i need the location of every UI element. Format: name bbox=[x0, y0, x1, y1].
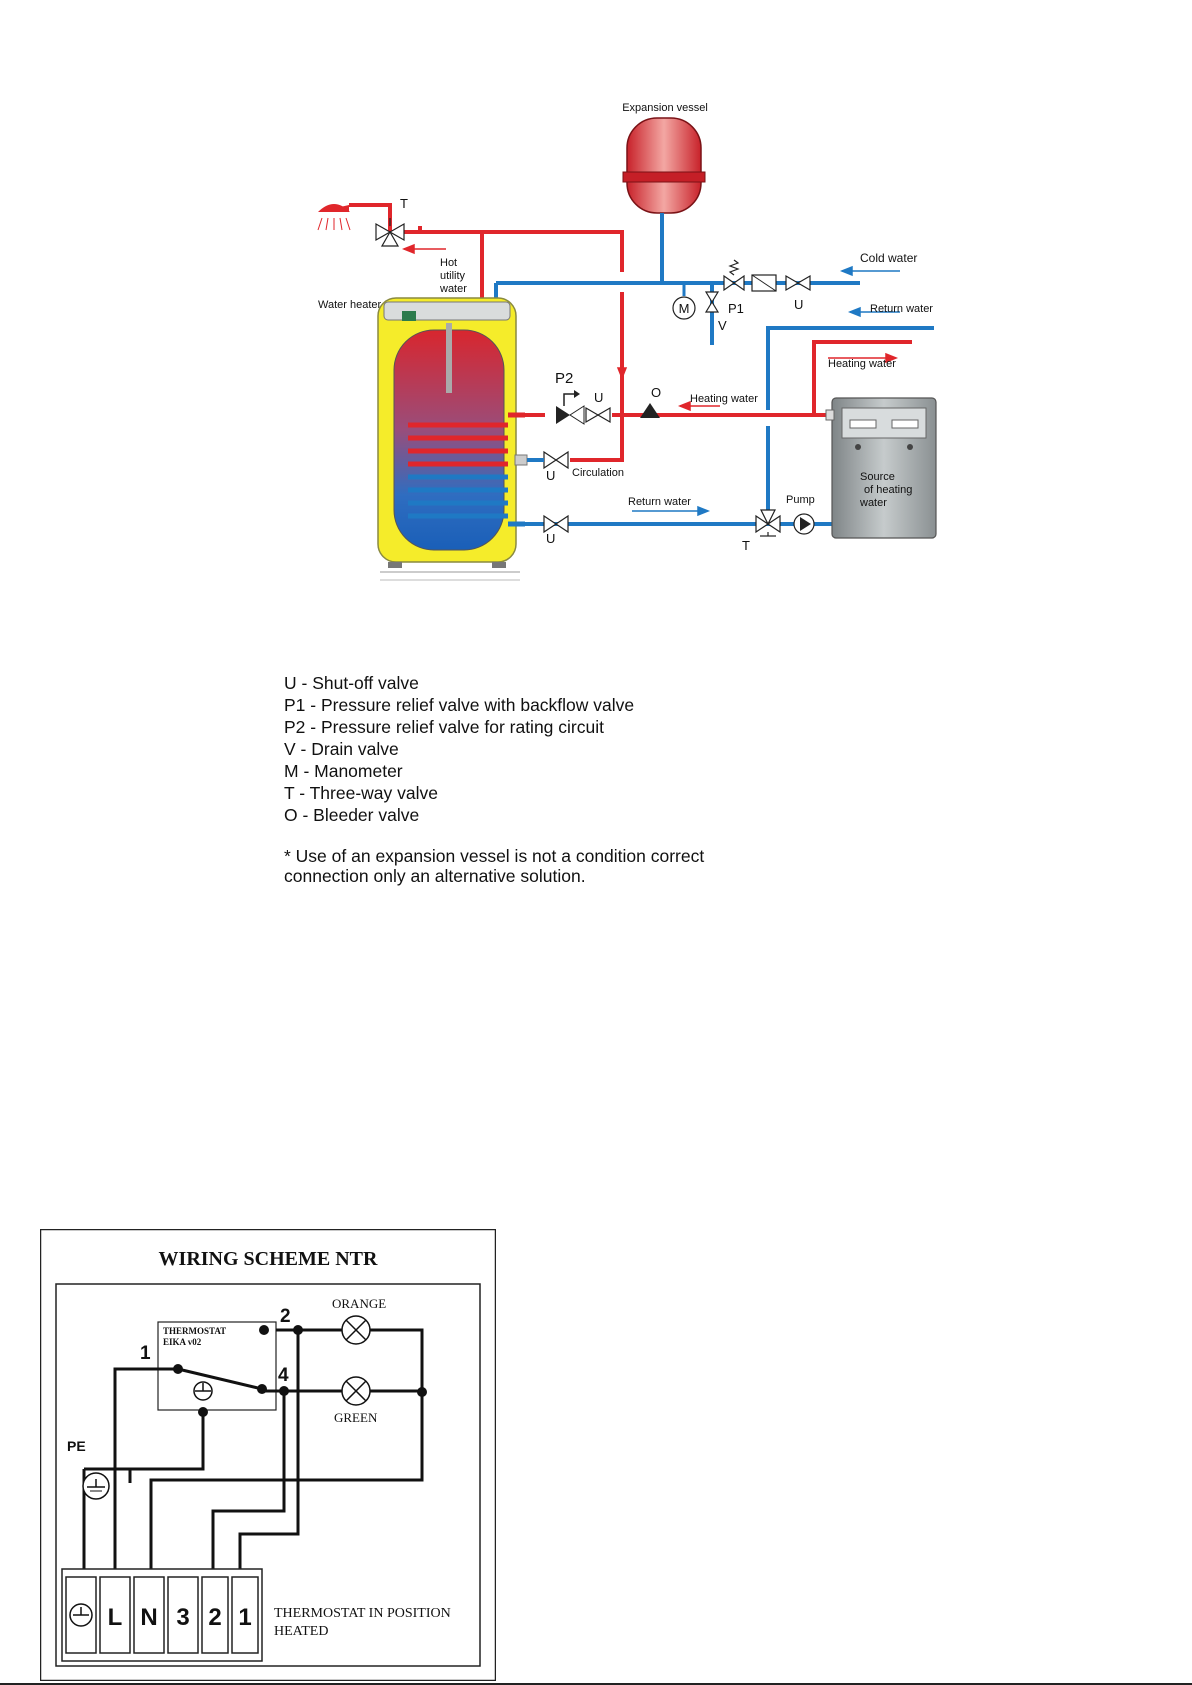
safety-valve-p2-icon bbox=[556, 390, 585, 425]
terminal-N-label: N bbox=[140, 1604, 157, 1631]
heat-source-unit: Source of heating water bbox=[825, 397, 937, 539]
flow-arrows-red bbox=[401, 243, 899, 412]
return-water-top-label: Return water bbox=[870, 303, 933, 315]
shutoff-return-label: U bbox=[546, 531, 555, 546]
status-line2: HEATED bbox=[274, 1624, 328, 1639]
shutoff-valve-p2-icon bbox=[585, 406, 611, 424]
manometer-label: M bbox=[679, 301, 690, 316]
flow-arrows-blue bbox=[632, 265, 900, 517]
heating-water-top-label: Heating water bbox=[828, 358, 896, 370]
green-label: GREEN bbox=[334, 1410, 378, 1425]
thermostat-line1: THERMOSTAT bbox=[163, 1326, 226, 1336]
legend-item-p1: P1 - Pressure relief valve with backflow… bbox=[284, 695, 635, 715]
hot-utility-line2: utility bbox=[440, 270, 466, 282]
thermostat-line2: EIKA v02 bbox=[163, 1337, 202, 1347]
drain-label: V bbox=[718, 318, 727, 333]
source-line3: water bbox=[859, 497, 887, 509]
water-heater-label: Water heater bbox=[318, 299, 382, 311]
three-way-valve-bottom-icon bbox=[755, 509, 781, 537]
p1-label: P1 bbox=[728, 301, 744, 316]
shutoff-circ-label: U bbox=[546, 468, 555, 483]
shutoff-valve-return-icon bbox=[543, 514, 569, 534]
legend-item-v: V - Drain valve bbox=[284, 739, 399, 759]
bleeder-label: O bbox=[651, 385, 661, 400]
node-1-label: 1 bbox=[140, 1343, 151, 1364]
hot-utility-line1: Hot bbox=[440, 257, 457, 269]
cold-water-label: Cold water bbox=[860, 251, 917, 265]
legend-note: * Use of an expansion vessel is not a co… bbox=[284, 846, 804, 886]
legend-item-p2: P2 - Pressure relief valve for rating ci… bbox=[284, 717, 604, 737]
terminal-3-label: 3 bbox=[176, 1604, 189, 1631]
green-lamp-icon bbox=[341, 1376, 371, 1406]
expansion-vessel: Expansion vessel bbox=[622, 102, 708, 214]
p2-label: P2 bbox=[555, 370, 573, 387]
plumbing-diagram: Expansion vessel bbox=[317, 102, 937, 581]
terminal-1-label: 1 bbox=[238, 1604, 251, 1631]
legend-item-m: M - Manometer bbox=[284, 761, 403, 781]
pump-label: Pump bbox=[786, 494, 815, 506]
legend: U - Shut-off valve P1 - Pressure relief … bbox=[284, 672, 804, 886]
terminal-block bbox=[61, 1568, 263, 1662]
shutoff-cold-label: U bbox=[794, 297, 803, 312]
heating-coil-blue bbox=[408, 474, 508, 519]
hot-utility-line3: water bbox=[439, 283, 467, 295]
manometer-icon: M bbox=[672, 283, 696, 320]
circulation-label: Circulation bbox=[572, 467, 624, 479]
wiring-scheme: WIRING SCHEME NTR THERMOSTAT EIKA v02 bbox=[40, 1229, 496, 1681]
shower-icon bbox=[317, 204, 351, 231]
shutoff-valve-circulation-icon bbox=[543, 450, 569, 470]
pump-icon bbox=[793, 513, 815, 535]
thermostat-ground-icon bbox=[193, 1381, 213, 1401]
shutoff-p2-label: U bbox=[594, 390, 603, 405]
pe-label: PE bbox=[67, 1438, 86, 1454]
orange-label: ORANGE bbox=[332, 1296, 386, 1311]
wiring-title: WIRING SCHEME NTR bbox=[159, 1248, 378, 1270]
source-line1: Source bbox=[860, 471, 895, 483]
hot-water-pipes bbox=[349, 203, 912, 462]
status-line1: THERMOSTAT IN POSITION bbox=[274, 1606, 451, 1621]
three-way-top-label: T bbox=[400, 196, 408, 211]
legend-note-line1: * Use of an expansion vessel is not a co… bbox=[284, 846, 705, 866]
legend-item-t: T - Three-way valve bbox=[284, 783, 438, 803]
terminal-2-label: 2 bbox=[208, 1604, 221, 1631]
source-line2: of heating bbox=[864, 484, 912, 496]
drain-valve-icon bbox=[704, 291, 720, 313]
orange-lamp-icon bbox=[341, 1315, 371, 1345]
legend-note-line2: connection only an alternative solution. bbox=[284, 866, 586, 886]
terminal-L-label: L bbox=[108, 1604, 123, 1631]
three-way-valve-top-icon bbox=[375, 218, 405, 247]
node-2-label: 2 bbox=[280, 1306, 291, 1327]
three-way-bottom-label: T bbox=[742, 538, 750, 553]
heating-coil-red bbox=[408, 422, 508, 467]
expansion-vessel-label: Expansion vessel bbox=[622, 102, 708, 114]
pe-ground-icon bbox=[82, 1472, 110, 1500]
check-valve-icon bbox=[751, 274, 777, 292]
legend-item-o: O - Bleeder valve bbox=[284, 805, 420, 825]
page-bottom-rule bbox=[0, 1683, 1192, 1685]
wires bbox=[82, 1328, 424, 1585]
legend-item-u: U - Shut-off valve bbox=[284, 673, 419, 693]
shutoff-valve-cold-icon bbox=[785, 274, 811, 292]
heating-water-mid-label: Heating water bbox=[690, 393, 758, 405]
wire-junctions bbox=[173, 1325, 427, 1417]
terminal-ground-icon bbox=[69, 1603, 93, 1627]
bleeder-valve-icon bbox=[640, 403, 660, 418]
return-water-low-label: Return water bbox=[628, 496, 691, 508]
safety-valve-p1-icon bbox=[723, 259, 745, 292]
node-4-label: 4 bbox=[278, 1365, 289, 1386]
